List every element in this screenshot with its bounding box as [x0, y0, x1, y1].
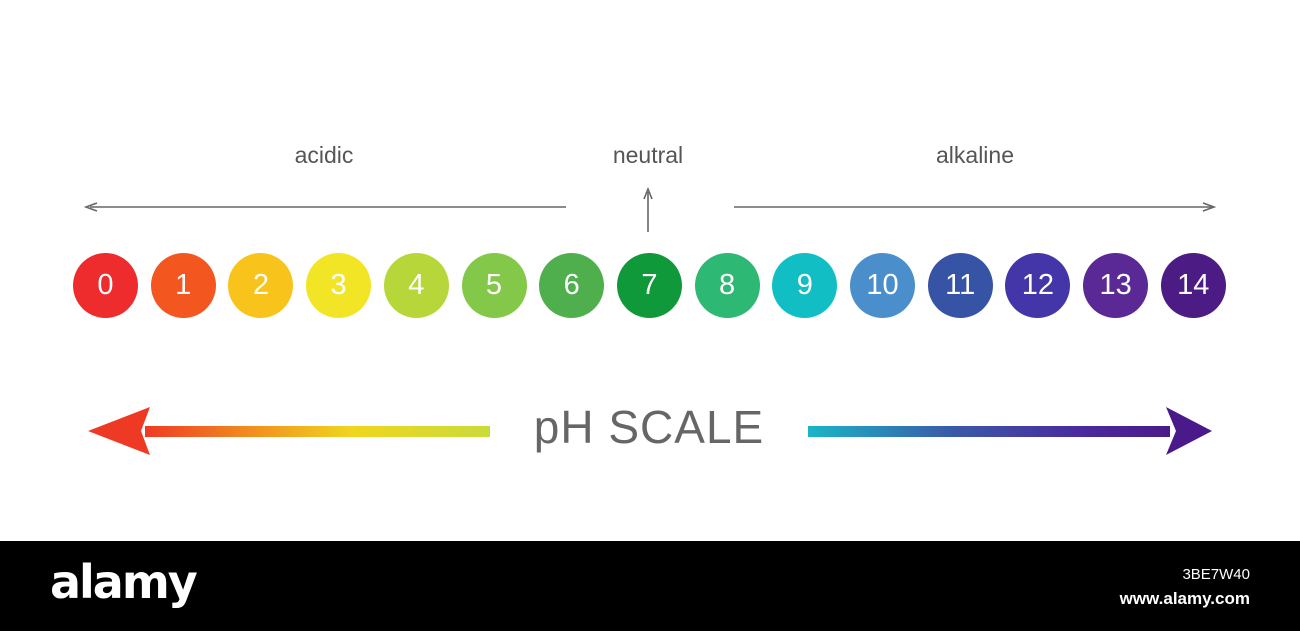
watermark-bar: alamy 3BE7W40 www.alamy.com	[0, 541, 1300, 631]
ph-circle-1: 1	[150, 253, 216, 318]
direction-arrows	[83, 186, 1217, 455]
ph-circle-9: 9	[772, 253, 838, 318]
ph-circle-10: 10	[850, 253, 915, 318]
brand-logo: alamy	[50, 555, 198, 609]
ph-circle-3: 3	[306, 253, 372, 318]
ph-circle-14: 14	[1160, 253, 1226, 318]
ph-circle-12: 12	[1005, 253, 1071, 318]
ph-circle-5: 5	[461, 253, 527, 318]
site-url: www.alamy.com	[1119, 589, 1250, 608]
ph-circle-4: 4	[383, 253, 449, 318]
alkaline-gradient-arrow	[808, 407, 1212, 455]
acidic-label: acidic	[294, 142, 354, 168]
ph-circle-8: 8	[694, 253, 760, 318]
neutral-label: neutral	[612, 142, 684, 168]
acidic-gradient-arrow	[88, 407, 490, 455]
scale-title: pH SCALE	[533, 401, 765, 453]
neutral-up-arrow	[643, 186, 653, 232]
ph-circle-7: 7	[616, 253, 682, 318]
ph-circle-2: 2	[228, 253, 294, 318]
ph-circle-13: 13	[1083, 253, 1149, 318]
ph-circle-11: 11	[927, 253, 993, 318]
ph-scale-diagram: acidic neutral alkaline	[73, 142, 1226, 455]
alkaline-direction-arrow	[734, 202, 1217, 212]
ph-circle-6: 6	[539, 253, 605, 318]
acidic-direction-arrow	[83, 202, 566, 212]
image-id: 3BE7W40	[1182, 566, 1250, 583]
alkaline-label: alkaline	[936, 142, 1014, 168]
ph-circle-0: 0	[73, 253, 138, 318]
